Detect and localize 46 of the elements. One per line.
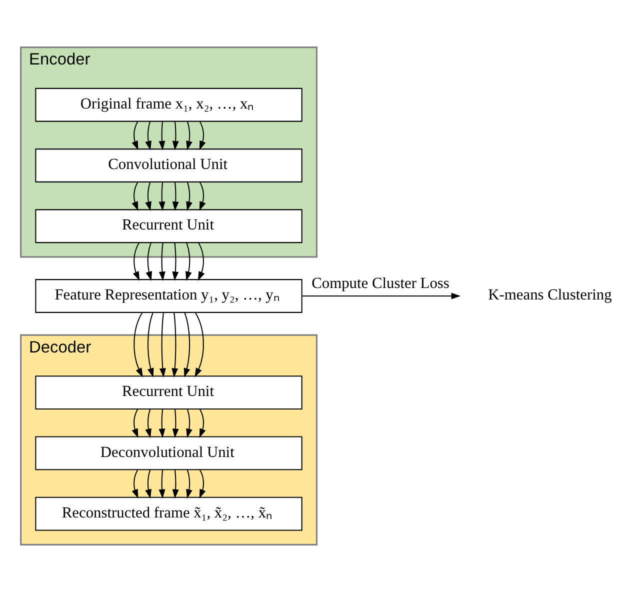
arrow <box>158 121 166 150</box>
arrow <box>145 408 152 438</box>
arrow <box>199 181 206 210</box>
arrow <box>158 408 166 438</box>
node-box: Recurrent Unit <box>35 208 302 243</box>
arrow <box>132 181 138 210</box>
arrow <box>194 312 204 377</box>
arrow <box>186 469 192 498</box>
arrow <box>158 242 166 280</box>
arrow <box>199 408 206 438</box>
arrow <box>159 312 166 377</box>
node-box: Feature Representation y₁, y₂, …, yₙ <box>35 278 302 312</box>
edge-label: Compute Cluster Loss <box>312 274 450 292</box>
arrow <box>198 242 205 280</box>
arrow <box>146 242 152 280</box>
arrow <box>132 469 138 498</box>
arrow <box>172 469 179 498</box>
node-box: Reconstructed frame x̃₁, x̃₂, …, x̃ₙ <box>35 496 302 530</box>
arrow <box>199 120 206 150</box>
arrow <box>186 182 192 210</box>
arrow <box>186 120 192 150</box>
node-box: Convolutional Unit <box>35 148 302 182</box>
node-box: Recurrent Unit <box>35 375 302 410</box>
arrow <box>145 120 152 150</box>
arrow <box>172 242 179 280</box>
arrow <box>199 469 206 498</box>
arrow <box>186 242 192 280</box>
arrow <box>184 312 190 377</box>
arrow <box>158 469 166 498</box>
arrow <box>186 408 192 438</box>
arrow <box>132 408 138 438</box>
arrow <box>172 408 179 438</box>
arrow <box>172 182 179 210</box>
node-box: Original frame x₁, x₂, …, xₙ <box>35 87 302 122</box>
node-box: Deconvolutional Unit <box>35 436 302 470</box>
arrow <box>145 469 152 498</box>
label: K-means Clustering <box>488 286 612 304</box>
arrow <box>158 182 166 210</box>
arrow <box>132 120 138 150</box>
arrow <box>132 242 140 280</box>
arrow <box>147 312 154 377</box>
arrow <box>302 292 461 299</box>
arrow <box>172 312 178 377</box>
arrow <box>134 312 143 377</box>
arrow <box>172 121 179 150</box>
arrow <box>145 182 152 210</box>
